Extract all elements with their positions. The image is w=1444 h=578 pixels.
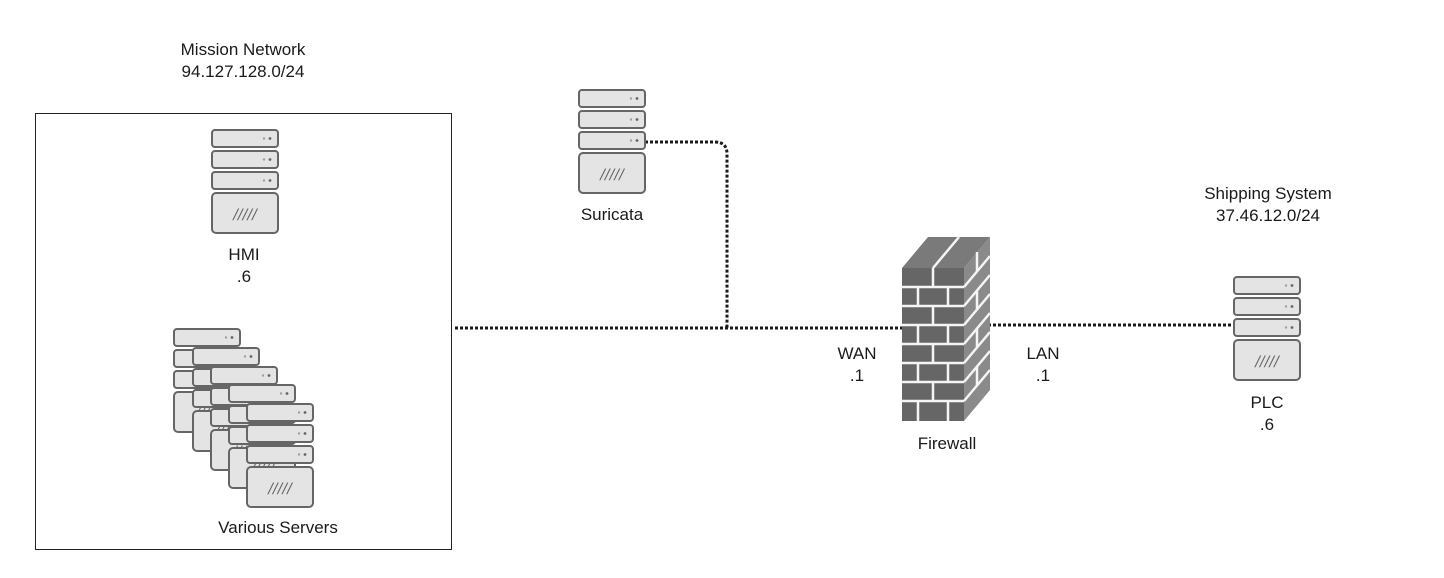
suricata-name: Suricata: [580, 205, 644, 224]
wan-label: WAN .1: [837, 343, 876, 387]
shipping-system-subnet: 37.46.12.0/24: [1216, 206, 1320, 225]
various-servers-label: Various Servers: [218, 517, 338, 539]
plc-name: PLC: [1250, 393, 1284, 412]
firewall-icon[interactable]: [902, 236, 991, 421]
shipping-system-title: Shipping System: [1204, 184, 1332, 203]
hmi-address: .6: [236, 267, 252, 286]
mission-network-subnet: 94.127.128.0/24: [181, 62, 305, 81]
link-suricata-tap: [640, 140, 729, 328]
hmi-name: HMI: [228, 245, 260, 264]
lan-address: .1: [1035, 366, 1051, 385]
hmi-label: HMI .6: [228, 244, 259, 288]
network-links: [455, 140, 1236, 330]
shipping-system-label: Shipping System 37.46.12.0/24: [1204, 183, 1332, 227]
lan-name: LAN: [1026, 344, 1060, 363]
plc-label: PLC .6: [1250, 392, 1283, 436]
lan-label: LAN .1: [1026, 343, 1059, 387]
plc-server-icon[interactable]: [1233, 276, 1301, 381]
mission-network-label: Mission Network 94.127.128.0/24: [181, 39, 306, 83]
various-servers-name: Various Servers: [218, 518, 338, 537]
suricata-label: Suricata: [581, 204, 643, 226]
wan-address: .1: [849, 366, 865, 385]
mission-network-title: Mission Network: [180, 40, 306, 59]
plc-address: .6: [1259, 415, 1275, 434]
wan-name: WAN: [837, 344, 877, 363]
firewall-label: Firewall: [918, 433, 977, 455]
firewall-name: Firewall: [917, 434, 977, 453]
suricata-server-icon[interactable]: [578, 89, 646, 194]
mission-network-box: [35, 113, 452, 550]
